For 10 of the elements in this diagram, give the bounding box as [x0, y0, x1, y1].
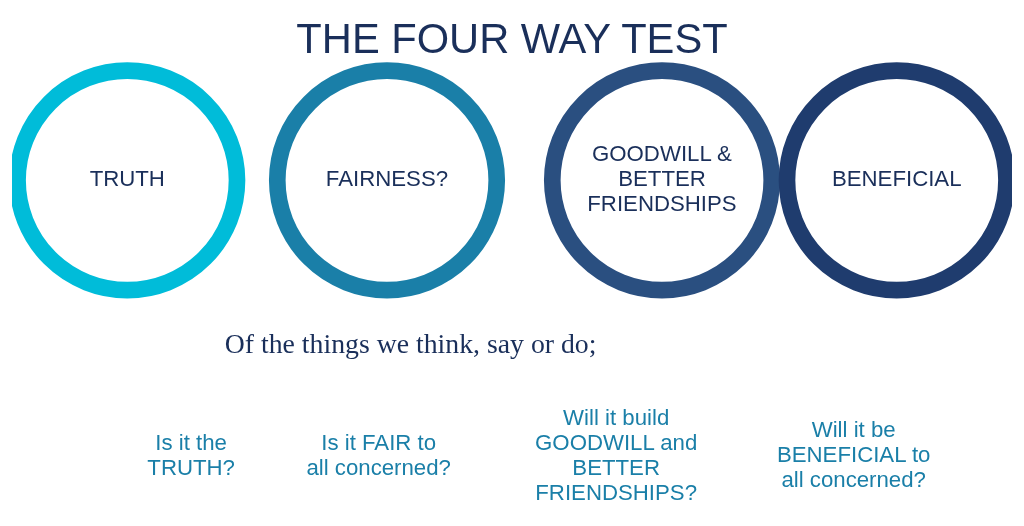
label: Is it the TRUTH? [147, 429, 235, 480]
node-circle: BENEFICIAL [778, 62, 1012, 299]
node-circle: TRUTH [12, 62, 246, 299]
label: Will it build GOODWILL and BETTER FRIENDSHIPS? [535, 404, 698, 505]
diagram-title: THE FOUR WAY TEST [296, 14, 728, 62]
label: Will it be BENEFICIAL to all concerned? [776, 417, 931, 493]
label: Is it FAIR to all concerned? [306, 429, 451, 480]
node-circle: FAIRNESS? [268, 62, 506, 299]
label: Of the things we think, say or do; [224, 327, 597, 359]
node-circle: GOODWILL & BETTER FRIENDSHIPS [543, 62, 781, 299]
